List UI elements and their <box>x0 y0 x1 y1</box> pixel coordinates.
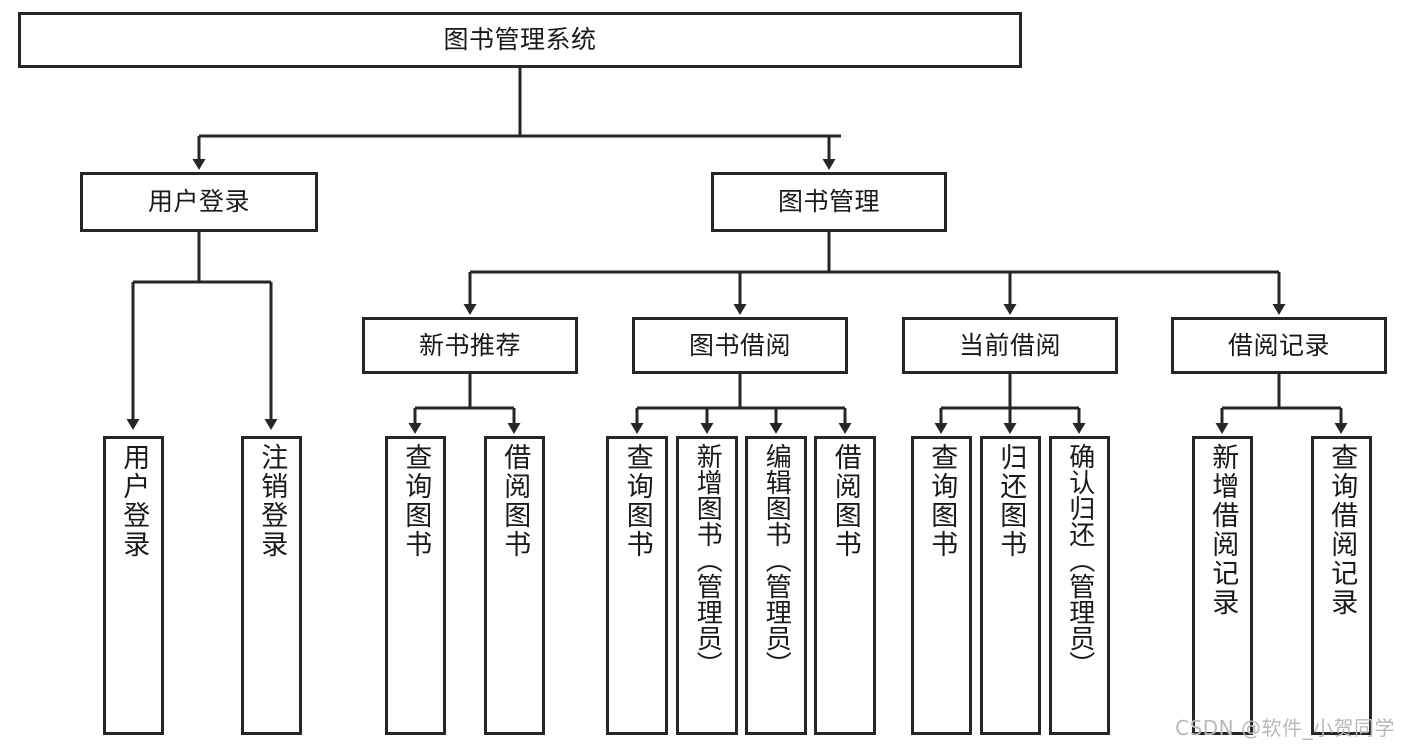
node-root-book-management-system[interactable]: 图书管理系统 <box>18 12 1022 68</box>
node-label: 图书管理系统 <box>443 25 597 55</box>
leaf-add-book-admin[interactable]: 新增图书（管理员） <box>676 436 738 735</box>
leaf-confirm-return-admin[interactable]: 确认归还（管理员） <box>1049 436 1110 735</box>
node-label: 当前借阅 <box>958 330 1061 360</box>
leaf-query-borrow-record[interactable]: 查询借阅记录 <box>1311 436 1372 735</box>
node-label: 图书借阅 <box>688 330 791 360</box>
node-current-borrowing[interactable]: 当前借阅 <box>902 317 1118 374</box>
node-borrowing-records[interactable]: 借阅记录 <box>1171 317 1387 374</box>
node-user-login[interactable]: 用户登录 <box>80 172 318 232</box>
node-label: 借阅图书 <box>499 443 531 559</box>
node-label: 新书推荐 <box>418 330 521 360</box>
leaf-query-book-borrow[interactable]: 查询图书 <box>606 436 668 735</box>
node-label: 用户登录 <box>147 187 250 217</box>
watermark: CSDN @软件_小贺同学 <box>1175 716 1395 740</box>
leaf-return-book[interactable]: 归还图书 <box>980 436 1041 735</box>
node-label: 新增图书（管理员） <box>692 443 723 677</box>
leaf-query-book-current[interactable]: 查询图书 <box>911 436 972 735</box>
node-book-management[interactable]: 图书管理 <box>711 172 947 232</box>
node-label: 注销登录 <box>256 443 288 559</box>
leaf-edit-book-admin[interactable]: 编辑图书（管理员） <box>745 436 807 735</box>
leaf-user-login[interactable]: 用户登录 <box>103 436 164 735</box>
node-label: 图书管理 <box>777 187 880 217</box>
node-label: 确认归还（管理员） <box>1064 443 1095 677</box>
node-new-book-recommendation[interactable]: 新书推荐 <box>362 317 578 374</box>
leaf-logout[interactable]: 注销登录 <box>241 436 302 735</box>
node-label: 借阅记录 <box>1227 330 1330 360</box>
leaf-borrow-book-new[interactable]: 借阅图书 <box>484 436 545 735</box>
node-book-borrowing[interactable]: 图书借阅 <box>632 317 848 374</box>
leaf-add-borrow-record[interactable]: 新增借阅记录 <box>1192 436 1253 735</box>
node-label: 借阅图书 <box>829 443 861 559</box>
node-label: 查询借阅记录 <box>1326 443 1358 617</box>
node-label: 查询图书 <box>926 443 958 559</box>
leaf-query-book-new[interactable]: 查询图书 <box>385 436 446 735</box>
node-label: 编辑图书（管理员） <box>761 443 792 677</box>
node-label: 查询图书 <box>621 443 653 559</box>
leaf-borrow-book[interactable]: 借阅图书 <box>814 436 876 735</box>
node-label: 归还图书 <box>995 443 1027 559</box>
node-label: 新增借阅记录 <box>1207 443 1239 617</box>
node-label: 查询图书 <box>400 443 432 559</box>
node-label: 用户登录 <box>118 443 150 559</box>
